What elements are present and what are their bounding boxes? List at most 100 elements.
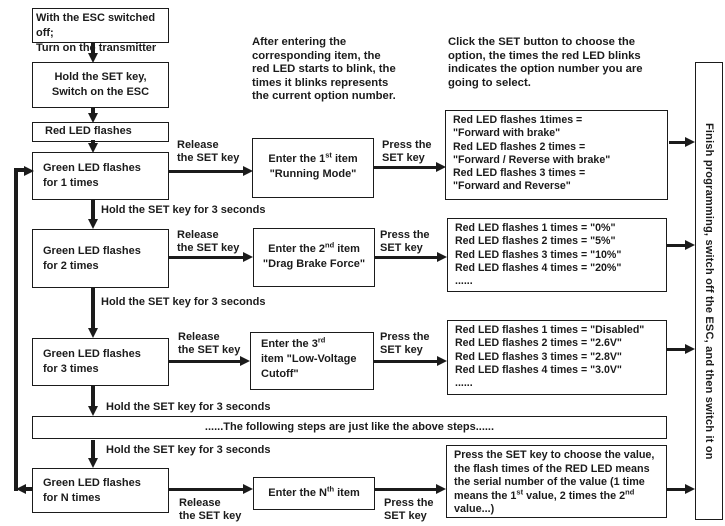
green-led-2-box: Green LED flashes for 2 times xyxy=(32,229,169,288)
text-part: item xyxy=(334,487,360,499)
label-line: the SET key xyxy=(179,510,242,522)
arrow-down-head xyxy=(88,328,98,338)
ordinal-suffix: st xyxy=(516,487,524,497)
option-line: Red LED flashes 1 times = "Disabled" xyxy=(455,324,645,336)
arrow-down-shaft xyxy=(91,440,95,459)
arrow-right-head xyxy=(685,484,695,494)
finish-programming-text: Finish programming, switch off the ESC, … xyxy=(703,122,715,460)
finish-programming-bar: Finish programming, switch off the ESC, … xyxy=(695,62,723,520)
item-3-title: Enter the 3rd xyxy=(261,335,373,352)
item-1-title: Enter the 1st item xyxy=(253,151,373,167)
step-red-led-box: Red LED flashes xyxy=(32,122,169,142)
release-set-key-label-1: Release the SET key xyxy=(177,139,239,165)
label-line: SET key xyxy=(382,152,425,164)
item-2-box: Enter the 2nd item "Drag Brake Force" xyxy=(253,228,375,287)
green-led-3-box: Green LED flashes for 3 times xyxy=(32,338,169,386)
arrow-right-shaft xyxy=(667,348,686,351)
arrow-right-shaft xyxy=(374,166,436,169)
label-line: Press the xyxy=(382,139,432,151)
label-line: Press the xyxy=(384,497,434,509)
arrow-right-head xyxy=(685,137,695,147)
label-line: Press the xyxy=(380,229,430,241)
step-esc-off-line2: Turn on the transmitter xyxy=(36,42,157,54)
arrow-right-shaft xyxy=(667,244,686,247)
label-line: the SET key xyxy=(177,152,240,164)
green-led-1-line2: for 1 times xyxy=(43,176,99,189)
text-part: value, 2 times the 2 xyxy=(523,489,626,502)
option-line: Red LED flashes 3 times = "2.8V" xyxy=(455,350,622,363)
label-line: Release xyxy=(177,229,219,241)
label-line: Release xyxy=(178,331,220,343)
item-n-box: Enter the Nth item xyxy=(253,477,375,510)
text-part: item xyxy=(331,153,358,165)
option-line: Red LED flashes 3 times = xyxy=(453,167,586,180)
release-set-key-label-4: Release the SET key xyxy=(179,497,241,523)
arrow-down-head xyxy=(88,143,98,153)
arrow-down-head xyxy=(88,458,98,468)
label-line: SET key xyxy=(380,344,423,356)
ordinal-suffix: th xyxy=(326,484,335,494)
item-1-box: Enter the 1st item "Running Mode" xyxy=(252,138,374,198)
arrow-down-shaft xyxy=(91,43,95,54)
arrow-right-head xyxy=(243,166,253,176)
arrow-right-head xyxy=(243,252,253,262)
arrow-right-shaft xyxy=(375,256,437,259)
arrow-down-shaft xyxy=(91,108,95,114)
item-3-name-l1: item "Low-Voltage xyxy=(261,353,357,365)
option-line: Red LED flashes 4 times = "3.0V" xyxy=(455,363,622,376)
label-line: SET key xyxy=(380,242,423,254)
arrow-right-shaft xyxy=(374,360,438,363)
hold-set-key-label-4: Hold the SET key for 3 seconds xyxy=(106,444,271,456)
options-drag-brake-box: Red LED flashes 1 times = "0%" Red LED f… xyxy=(447,218,667,292)
hold-set-key-label-1: Hold the SET key for 3 seconds xyxy=(101,204,266,216)
green-led-n-box: Green LED flashes for N times xyxy=(32,468,169,513)
choose-value-box: Press the SET key to choose the value, t… xyxy=(446,445,667,518)
green-led-3-line2: for 3 times xyxy=(43,362,99,375)
option-line: Red LED flashes 2 times = xyxy=(453,140,586,153)
option-line: "Forward and Reverse" xyxy=(453,180,571,193)
green-led-1-box: Green LED flashes for 1 times xyxy=(32,152,169,200)
arrow-down-shaft xyxy=(91,386,95,407)
text-part: Enter the 1 xyxy=(268,153,326,165)
loop-back-top-head xyxy=(24,166,34,176)
option-line: ...... xyxy=(455,275,473,288)
press-set-key-label-4: Press the SET key xyxy=(384,497,434,523)
arrow-down-head xyxy=(88,53,98,63)
note-blink-explanation: After entering the corresponding item, t… xyxy=(252,36,396,102)
press-set-key-label-2: Press the SET key xyxy=(380,229,430,255)
loop-back-top-shaft xyxy=(17,168,25,172)
option-line: Red LED flashes 1times = xyxy=(453,114,583,126)
arrow-right-shaft xyxy=(169,256,243,259)
text-part: Enter the 3 xyxy=(261,338,318,350)
loop-back-bottom-shaft xyxy=(25,487,32,491)
step-hold-set-box: Hold the SET key, Switch on the ESC xyxy=(32,62,169,108)
arrow-right-shaft xyxy=(375,488,437,491)
text-part: item xyxy=(334,243,360,255)
option-line: Red LED flashes 3 times = "10%" xyxy=(455,248,622,261)
text-part: Press the SET key to choose the value, t… xyxy=(454,449,655,502)
option-line: Red LED flashes 1 times = "0%" xyxy=(455,222,616,234)
release-set-key-label-3: Release the SET key xyxy=(178,331,240,357)
arrow-down-shaft xyxy=(91,200,95,220)
arrow-right-head xyxy=(437,356,447,366)
arrow-down-shaft xyxy=(91,288,95,329)
text-part: Enter the 2 xyxy=(268,243,325,255)
arrow-right-shaft xyxy=(169,170,243,173)
arrow-right-shaft xyxy=(169,360,241,363)
step-esc-off-box: With the ESC switched off; Turn on the t… xyxy=(32,8,169,54)
arrow-right-head xyxy=(437,252,447,262)
item-n-title: Enter the Nth item xyxy=(254,484,374,501)
hold-set-key-label-3: Hold the SET key for 3 seconds xyxy=(106,401,271,413)
arrow-right-head xyxy=(436,162,446,172)
arrow-down-head xyxy=(88,113,98,123)
green-led-1-line1: Green LED flashes xyxy=(43,162,141,174)
step-esc-off-line1: With the ESC switched off; xyxy=(36,12,156,39)
ordinal-suffix: nd xyxy=(325,240,335,250)
press-set-key-label-1: Press the SET key xyxy=(382,139,432,165)
arrow-right-head xyxy=(685,240,695,250)
release-set-key-label-2: Release the SET key xyxy=(177,229,239,255)
step-hold-set-line1: Hold the SET key, xyxy=(54,71,147,83)
ordinal-suffix: rd xyxy=(317,335,326,345)
arrow-right-head xyxy=(240,356,250,366)
